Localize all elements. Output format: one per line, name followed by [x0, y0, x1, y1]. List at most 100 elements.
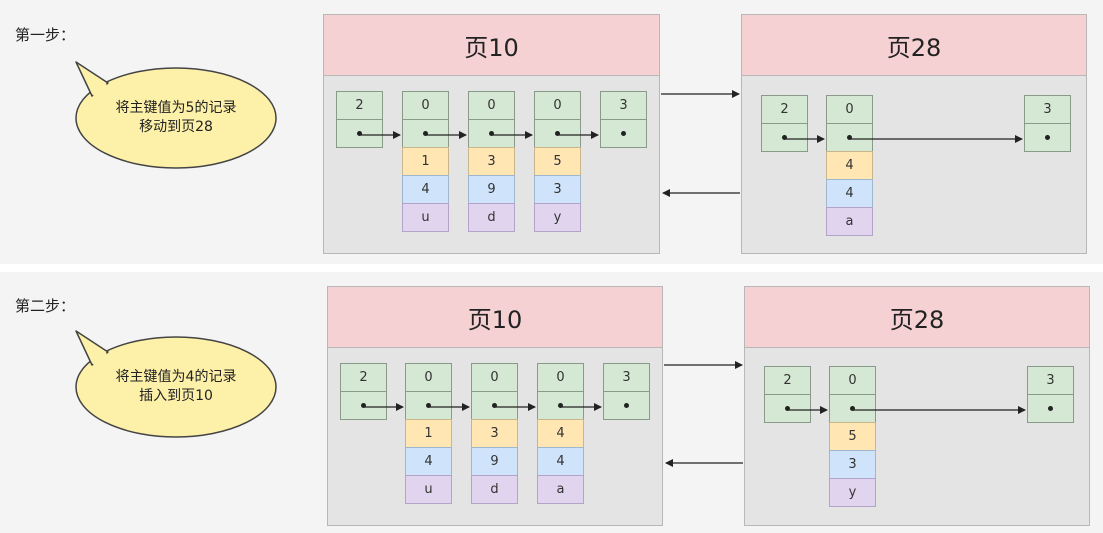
record-header-value: 0 — [402, 91, 449, 120]
pointer-dot — [1045, 135, 1050, 140]
next-pointer — [537, 391, 584, 420]
record-header-value: 0 — [468, 91, 515, 120]
bubble-note-line-1: 将主键值为4的记录 — [115, 369, 237, 385]
record-header-value: 3 — [1027, 366, 1074, 395]
column-2-cell: 4 — [826, 179, 873, 208]
record-supremum: 3 — [1027, 366, 1074, 423]
bubble-note-step-1: 将主键值为5的记录 移动到页28 — [86, 99, 266, 137]
record-header-value: 3 — [1024, 95, 1071, 124]
record-infimum: 2 — [761, 95, 808, 152]
pointer-cell — [1027, 394, 1074, 423]
next-pointer — [761, 123, 808, 152]
primary-key-cell: 1 — [405, 419, 452, 448]
record-header-value: 0 — [471, 363, 518, 392]
pointer-dot — [624, 403, 629, 408]
primary-key-cell: 4 — [826, 151, 873, 180]
next-pointer — [534, 119, 581, 148]
next-pointer — [764, 394, 811, 423]
record-user: 0 3 9 d — [471, 363, 518, 504]
primary-key-cell: 3 — [471, 419, 518, 448]
pointer-dot — [850, 406, 855, 411]
next-pointer — [829, 394, 876, 423]
record-header-value: 2 — [336, 91, 383, 120]
column-2-cell: 4 — [537, 447, 584, 476]
column-2-cell: 9 — [468, 175, 515, 204]
bubble-note-line-2: 插入到页10 — [139, 388, 213, 404]
page-title: 页10 — [324, 15, 659, 76]
pointer-cell — [600, 119, 647, 148]
next-pointer — [826, 123, 873, 152]
primary-key-cell: 4 — [537, 419, 584, 448]
record-header-value: 0 — [534, 91, 581, 120]
record-user: 0 5 3 y — [829, 366, 876, 507]
record-user: 0 1 4 u — [402, 91, 449, 232]
pointer-cell — [1024, 123, 1071, 152]
bubble-note-line-2: 移动到页28 — [139, 119, 213, 135]
next-pointer — [405, 391, 452, 420]
record-header-value: 0 — [829, 366, 876, 395]
record-user: 0 5 3 y — [534, 91, 581, 232]
next-pointer — [340, 391, 387, 420]
column-3-cell: d — [468, 203, 515, 232]
next-pointer — [468, 119, 515, 148]
record-user: 0 3 9 d — [468, 91, 515, 232]
record-supremum: 3 — [603, 363, 650, 420]
record-user: 0 4 4 a — [537, 363, 584, 504]
record-header-value: 0 — [537, 363, 584, 392]
record-header-value: 2 — [761, 95, 808, 124]
pointer-dot — [782, 135, 787, 140]
pointer-dot — [492, 403, 497, 408]
step-2-label: 第二步： — [15, 297, 76, 315]
primary-key-cell: 5 — [829, 422, 876, 451]
column-3-cell: d — [471, 475, 518, 504]
pointer-dot — [558, 403, 563, 408]
pointer-dot — [489, 131, 494, 136]
record-header-value: 2 — [340, 363, 387, 392]
next-pointer — [402, 119, 449, 148]
column-3-cell: u — [405, 475, 452, 504]
record-infimum: 2 — [336, 91, 383, 148]
page-title: 页10 — [328, 287, 662, 348]
bubble-note-line-1: 将主键值为5的记录 — [115, 100, 237, 116]
next-pointer — [471, 391, 518, 420]
pointer-cell — [603, 391, 650, 420]
column-2-cell: 3 — [829, 450, 876, 479]
record-user: 0 4 4 a — [826, 95, 873, 236]
pointer-dot — [847, 135, 852, 140]
record-header-value: 3 — [603, 363, 650, 392]
primary-key-cell: 3 — [468, 147, 515, 176]
record-header-value: 0 — [826, 95, 873, 124]
column-3-cell: a — [826, 207, 873, 236]
column-3-cell: a — [537, 475, 584, 504]
column-2-cell: 9 — [471, 447, 518, 476]
record-infimum: 2 — [340, 363, 387, 420]
pointer-dot — [357, 131, 362, 136]
column-2-cell: 4 — [405, 447, 452, 476]
record-header-value: 0 — [405, 363, 452, 392]
column-2-cell: 4 — [402, 175, 449, 204]
record-supremum: 3 — [600, 91, 647, 148]
record-infimum: 2 — [764, 366, 811, 423]
pointer-dot — [426, 403, 431, 408]
pointer-dot — [423, 131, 428, 136]
pointer-dot — [555, 131, 560, 136]
bubble-note-step-2: 将主键值为4的记录 插入到页10 — [86, 368, 266, 406]
pointer-dot — [361, 403, 366, 408]
record-user: 0 1 4 u — [405, 363, 452, 504]
column-2-cell: 3 — [534, 175, 581, 204]
column-3-cell: y — [534, 203, 581, 232]
record-header-value: 3 — [600, 91, 647, 120]
page-title: 页28 — [742, 15, 1086, 76]
pointer-dot — [1048, 406, 1053, 411]
pointer-dot — [621, 131, 626, 136]
column-3-cell: y — [829, 478, 876, 507]
record-supremum: 3 — [1024, 95, 1071, 152]
next-pointer — [336, 119, 383, 148]
primary-key-cell: 5 — [534, 147, 581, 176]
page-title: 页28 — [745, 287, 1089, 348]
primary-key-cell: 1 — [402, 147, 449, 176]
pointer-dot — [785, 406, 790, 411]
record-header-value: 2 — [764, 366, 811, 395]
column-3-cell: u — [402, 203, 449, 232]
step-1-label: 第一步： — [15, 26, 76, 44]
